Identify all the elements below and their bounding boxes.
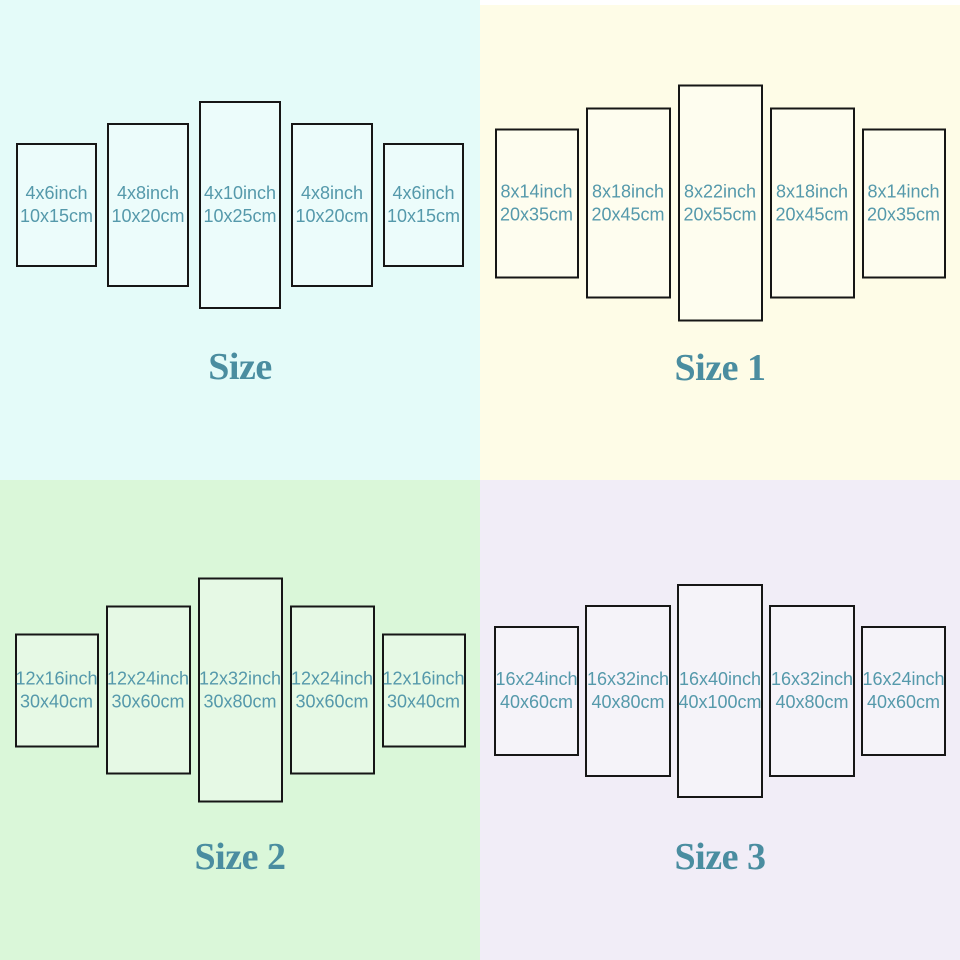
panel-size-cm: 30x60cm	[111, 691, 185, 711]
panel-size-cm: 30x40cm	[386, 691, 461, 711]
panel-size-inch: 4x8inch	[300, 183, 364, 203]
canvas-panel: 8x18inch 20x45cm	[585, 107, 671, 299]
canvas-panel: 12x32inch 30x80cm	[197, 577, 283, 803]
panel-size-inch: 12x16inch	[15, 668, 98, 688]
size-group-title: Size 3	[674, 836, 766, 878]
canvas-panel: 8x22inch 20x55cm	[677, 84, 763, 322]
panel-size-cm: 10x15cm	[386, 206, 461, 226]
panel-row: 4x6inch 10x15cm 4x8inch 10x20cm 4x10inch…	[0, 101, 480, 309]
panel-size-inch: 8x14inch	[500, 181, 573, 201]
canvas-panel: 4x6inch 10x15cm	[383, 143, 464, 267]
panel-size-cm: 20x35cm	[866, 204, 941, 224]
panel-size-inch: 16x24inch	[495, 669, 578, 689]
panel-size-inch: 16x32inch	[770, 669, 854, 689]
panel-size-cm: 10x25cm	[203, 206, 277, 226]
panel-size-inch: 4x6inch	[392, 183, 455, 203]
panel-size-inch: 16x32inch	[586, 669, 670, 689]
canvas-panel: 16x32inch 40x80cm	[769, 605, 855, 777]
canvas-panel: 8x14inch 20x35cm	[861, 128, 946, 278]
panel-size-cm: 10x15cm	[19, 206, 94, 226]
canvas-panel: 16x40inch 40x100cm	[677, 584, 763, 798]
canvas-panel: 4x10inch 10x25cm	[199, 101, 281, 309]
panel-size-cm: 40x80cm	[775, 692, 849, 712]
panel-size-cm: 20x45cm	[775, 204, 849, 224]
size-group-title: Size 2	[194, 836, 286, 878]
panel-size-cm: 30x60cm	[295, 691, 369, 711]
canvas-panel: 16x32inch 40x80cm	[585, 605, 671, 777]
canvas-panel: 12x16inch 30x40cm	[14, 633, 99, 747]
panel-size-cm: 20x45cm	[591, 204, 665, 224]
size-chart-quadrant-size-3: 16x24inch 40x60cm 16x32inch 40x80cm 16x4…	[480, 480, 960, 960]
panel-row: 8x14inch 20x35cm 8x18inch 20x45cm 8x22in…	[480, 84, 960, 322]
panel-size-inch: 12x24inch	[106, 668, 190, 688]
canvas-panel: 16x24inch 40x60cm	[494, 626, 579, 756]
panel-size-inch: 12x32inch	[198, 668, 282, 688]
panel-size-inch: 4x6inch	[25, 183, 88, 203]
panel-size-inch: 4x8inch	[116, 183, 180, 203]
size-group-title: Size	[208, 346, 272, 388]
panel-size-cm: 20x35cm	[499, 204, 574, 224]
canvas-panel: 4x8inch 10x20cm	[291, 123, 373, 287]
canvas-panel: 12x24inch 30x60cm	[105, 605, 191, 775]
panel-size-inch: 12x16inch	[382, 668, 465, 688]
panel-size-inch: 8x14inch	[867, 181, 940, 201]
size-group-title: Size 1	[674, 347, 766, 389]
canvas-panel: 8x14inch 20x35cm	[494, 128, 579, 278]
canvas-panel: 8x18inch 20x45cm	[769, 107, 855, 299]
panel-size-inch: 8x18inch	[591, 181, 665, 201]
canvas-panel: 16x24inch 40x60cm	[861, 626, 946, 756]
panel-size-inch: 8x18inch	[775, 181, 849, 201]
panel-size-cm: 30x80cm	[203, 691, 277, 711]
panel-size-inch: 16x24inch	[862, 669, 945, 689]
panel-size-cm: 40x80cm	[591, 692, 665, 712]
panel-row: 12x16inch 30x40cm 12x24inch 30x60cm 12x3…	[0, 577, 480, 803]
panel-size-cm: 30x40cm	[19, 691, 94, 711]
panel-size-cm: 10x20cm	[295, 206, 369, 226]
canvas-panel: 12x24inch 30x60cm	[289, 605, 375, 775]
panel-size-cm: 10x20cm	[111, 206, 185, 226]
panel-size-cm: 40x60cm	[499, 692, 574, 712]
size-chart-quadrant-size-2: 12x16inch 30x40cm 12x24inch 30x60cm 12x3…	[0, 480, 480, 960]
panel-size-inch: 16x40inch	[678, 669, 762, 689]
size-chart-quadrant-size-1: 8x14inch 20x35cm 8x18inch 20x45cm 8x22in…	[480, 0, 960, 480]
panel-size-inch: 8x22inch	[683, 181, 757, 201]
panel-size-cm: 40x100cm	[678, 692, 762, 712]
canvas-panel: 4x8inch 10x20cm	[107, 123, 189, 287]
size-chart-quadrant-size: 4x6inch 10x15cm 4x8inch 10x20cm 4x10inch…	[0, 0, 480, 480]
canvas-panel: 4x6inch 10x15cm	[16, 143, 97, 267]
panel-size-cm: 20x55cm	[683, 204, 757, 224]
panel-size-inch: 12x24inch	[290, 668, 374, 688]
panel-row: 16x24inch 40x60cm 16x32inch 40x80cm 16x4…	[480, 584, 960, 798]
panel-size-inch: 4x10inch	[203, 183, 277, 203]
canvas-panel: 12x16inch 30x40cm	[381, 633, 466, 747]
panel-size-cm: 40x60cm	[866, 692, 941, 712]
